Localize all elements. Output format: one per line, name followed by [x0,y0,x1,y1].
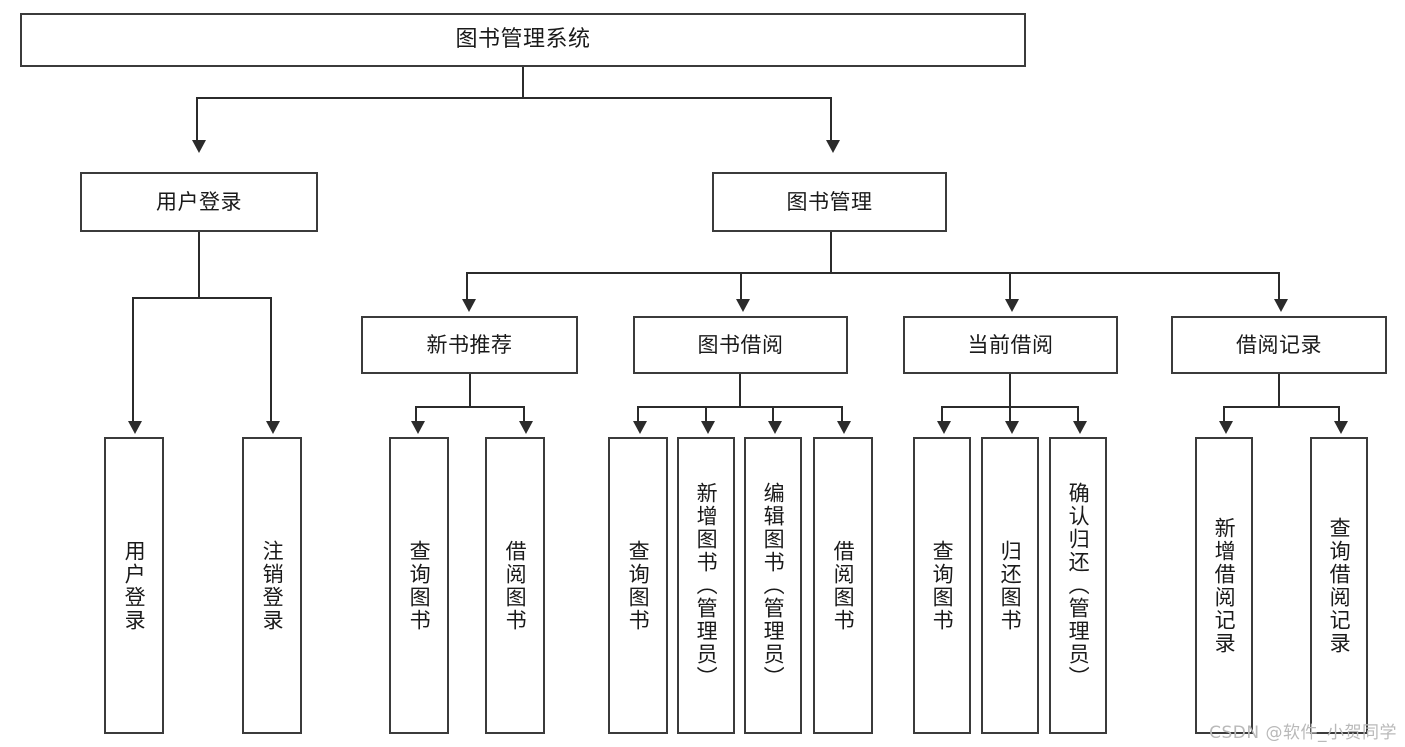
leaf-query-book-1[interactable]: 查询图书 [389,437,449,734]
connector-user-login-bus [132,297,272,299]
arrowhead-leaf-query-book-1 [411,421,425,434]
leaf-borrow-book-2[interactable]: 借阅图书 [813,437,873,734]
leaf-add-record[interactable]: 新增借阅记录 [1195,437,1253,734]
node-book-manage[interactable]: 图书管理 [712,172,947,232]
connector-current-borrow-stem [1009,374,1011,406]
arrowhead-leaf-confirm-return [1073,421,1087,434]
arrowhead-leaf-borrow-book-2 [837,421,851,434]
node-borrow-record[interactable]: 借阅记录 [1171,316,1387,374]
connector-book-manage-bus [466,272,1280,274]
connector-book-manage-stem [830,232,832,272]
arrowhead-leaf-add-book [701,421,715,434]
leaf-user-login[interactable]: 用户登录 [104,437,164,734]
leaf-logout-login[interactable]: 注销登录 [242,437,302,734]
arrowhead-leaf-query-record [1334,421,1348,434]
connector-root-to-user-login [196,97,198,145]
connector-bb-to-leaf-4 [841,406,843,425]
leaf-query-book-3[interactable]: 查询图书 [913,437,971,734]
node-new-book-recommend[interactable]: 新书推荐 [361,316,578,374]
connector-root-stem [522,67,524,97]
connector-to-new-book-recommend [466,272,468,304]
connector-cb-to-leaf-1 [941,406,943,425]
connector-br-to-leaf-2 [1338,406,1340,425]
connector-nbr-to-leaf-1 [415,406,417,425]
connector-user-login-to-leaf-1 [132,297,134,425]
connector-book-borrow-stem [739,374,741,406]
connector-root-bus [196,97,832,99]
arrowhead-user-login [192,140,206,153]
connector-root-to-book-manage [830,97,832,145]
node-root-book-management-system[interactable]: 图书管理系统 [20,13,1026,67]
arrowhead-new-book-recommend [462,299,476,312]
connector-nbr-to-leaf-2 [523,406,525,425]
connector-to-book-borrow [740,272,742,304]
connector-bb-to-leaf-1 [637,406,639,425]
connector-user-login-stem [198,232,200,297]
arrowhead-leaf-add-record [1219,421,1233,434]
leaf-return-book[interactable]: 归还图书 [981,437,1039,734]
connector-to-current-borrow [1009,272,1011,304]
connector-cb-to-leaf-2 [1009,406,1011,425]
leaf-add-book[interactable]: 新增图书（管理员） [677,437,735,734]
arrowhead-book-manage [826,140,840,153]
connector-new-book-recommend-bus [415,406,525,408]
node-user-login[interactable]: 用户登录 [80,172,318,232]
leaf-borrow-book-1[interactable]: 借阅图书 [485,437,545,734]
connector-borrow-record-bus [1223,406,1339,408]
connector-cb-to-leaf-3 [1077,406,1079,425]
connector-to-borrow-record [1278,272,1280,304]
arrowhead-leaf-edit-book [768,421,782,434]
connector-new-book-recommend-stem [469,374,471,406]
connector-book-borrow-bus [637,406,843,408]
arrowhead-borrow-record [1274,299,1288,312]
arrowhead-leaf-query-book-3 [937,421,951,434]
connector-bb-to-leaf-2 [705,406,707,425]
leaf-edit-book[interactable]: 编辑图书（管理员） [744,437,802,734]
arrowhead-current-borrow [1005,299,1019,312]
arrowhead-leaf-return-book [1005,421,1019,434]
leaf-confirm-return[interactable]: 确认归还（管理员） [1049,437,1107,734]
arrowhead-leaf-logout-login [266,421,280,434]
leaf-query-record[interactable]: 查询借阅记录 [1310,437,1368,734]
connector-bb-to-leaf-3 [772,406,774,425]
connector-user-login-to-leaf-2 [270,297,272,425]
arrowhead-book-borrow [736,299,750,312]
arrowhead-leaf-user-login [128,421,142,434]
connector-br-to-leaf-1 [1223,406,1225,425]
connector-borrow-record-stem [1278,374,1280,406]
node-current-borrow[interactable]: 当前借阅 [903,316,1118,374]
leaf-query-book-2[interactable]: 查询图书 [608,437,668,734]
arrowhead-leaf-query-book-2 [633,421,647,434]
arrowhead-leaf-borrow-book-1 [519,421,533,434]
node-book-borrow[interactable]: 图书借阅 [633,316,848,374]
